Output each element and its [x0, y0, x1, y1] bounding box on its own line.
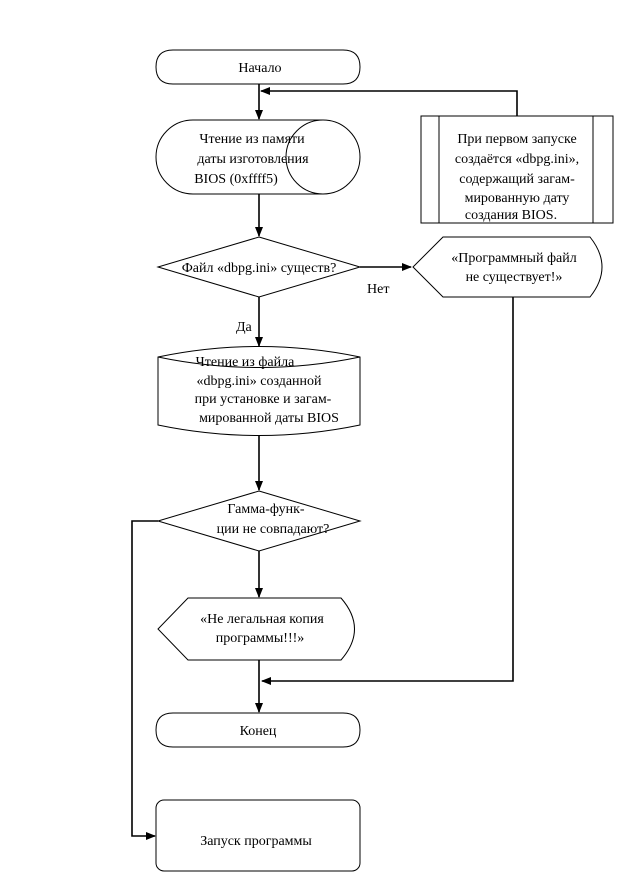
illegal-copy-message: «Не легальная копия программы!!!» — [157, 597, 355, 661]
first-run-note-block: При первом запуске создаётся «dbpg.ini»,… — [420, 115, 614, 224]
first-run-note-line-3: содержащий загам- — [459, 172, 575, 187]
start-terminator: Начало — [155, 49, 361, 85]
read-file-line-4: мированной даты BIOS — [199, 411, 339, 426]
read-file-line-2: «dbpg.ini» созданной — [196, 374, 322, 389]
read-memory-line-3: BIOS (0xffff5) — [194, 172, 278, 187]
gamma-decision-line-2: ции не совпадают? — [217, 522, 330, 537]
read-file-line-3: при установке и загам- — [195, 392, 332, 407]
file-exists-decision: Файл «dbpg.ini» существ? — [156, 236, 362, 298]
read-file-line-1: Чтение из файла — [196, 355, 295, 370]
illegal-copy-line-1: «Не легальная копия — [200, 612, 324, 627]
first-run-note-line-4: мированную дату — [465, 191, 570, 206]
connector-note-to-read-memory — [260, 87, 518, 116]
file-missing-line-2: не существует!» — [466, 270, 563, 285]
file-exists-decision-label: Файл «dbpg.ini» существ? — [182, 261, 337, 276]
read-memory-block: Чтение из памяти даты изготовления BIOS … — [155, 119, 361, 195]
end-label: Конец — [240, 724, 277, 739]
illegal-copy-line-2: программы!!!» — [216, 631, 305, 646]
start-label: Начало — [238, 61, 281, 76]
file-missing-line-1: «Программный файл — [451, 251, 576, 266]
first-run-note-line-2: создаётся «dbpg.ini», — [455, 152, 579, 167]
first-run-note-line-1: При первом запуске — [457, 132, 576, 147]
read-file-block: Чтение из файла «dbpg.ini» созданной при… — [157, 346, 361, 436]
read-memory-line-1: Чтение из памяти — [199, 132, 305, 147]
file-missing-message: «Программный файл не существует!» — [412, 236, 603, 298]
launch-program-block: Запуск программы — [155, 799, 361, 872]
launch-program-label: Запуск программы — [200, 834, 312, 849]
branch-label-no: Нет — [367, 282, 389, 297]
connector-gamma-to-launch — [131, 520, 158, 840]
gamma-decision-line-1: Гамма-функ- — [227, 502, 304, 517]
read-memory-line-2: даты изготовления — [197, 152, 309, 167]
connector-message-to-end-path — [261, 297, 514, 685]
branch-label-yes: Да — [236, 320, 253, 335]
gamma-decision: Гамма-функ- ции не совпадают? — [156, 490, 362, 552]
end-terminator: Конец — [155, 712, 361, 748]
first-run-note-line-5: создания BIOS. — [465, 208, 557, 223]
connectors — [131, 84, 518, 840]
